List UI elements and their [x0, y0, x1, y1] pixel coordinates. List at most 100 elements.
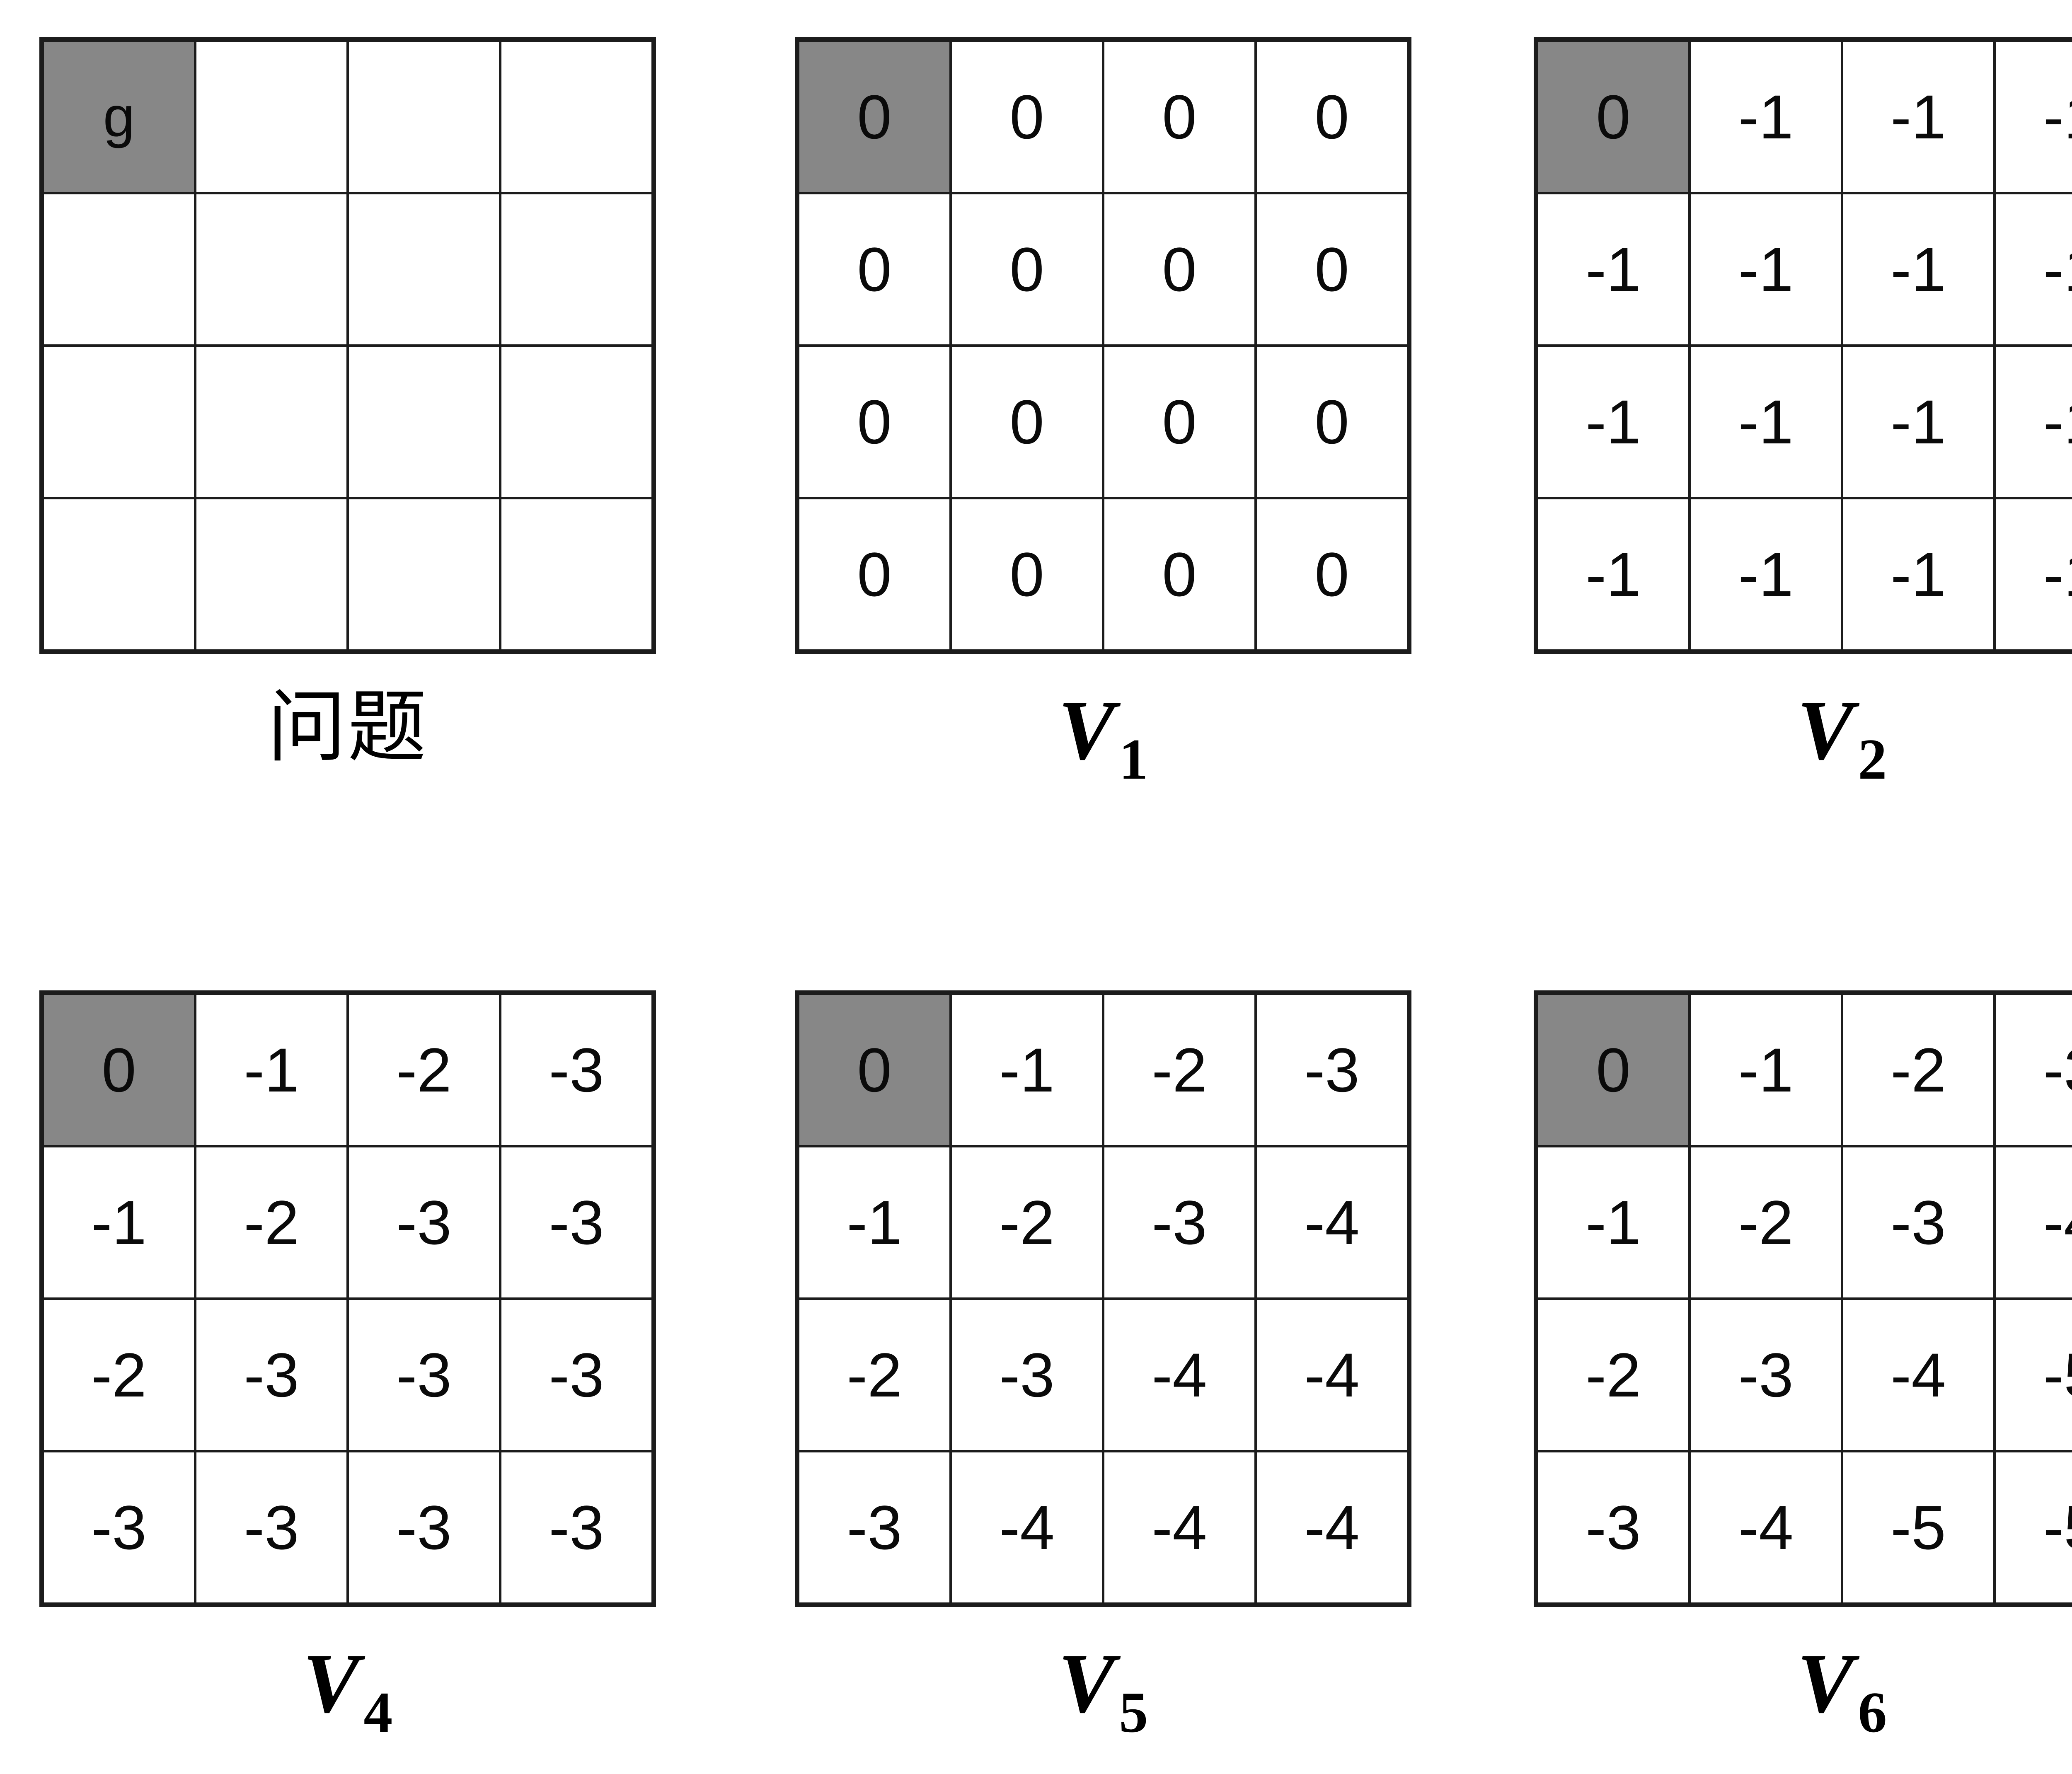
grid-cell-r3-c1: 0: [949, 497, 1104, 653]
grid-cell-r1-c3: -3: [499, 1145, 655, 1300]
grid-cell-r0-c3: -1: [1993, 38, 2072, 194]
grid-cell-r1-c2: 0: [1102, 192, 1257, 347]
grid-cell-r1-c3: [499, 192, 655, 347]
grid-cell-r3-c1: -3: [194, 1450, 349, 1606]
grid-row: -2-3-3-3: [40, 1297, 655, 1452]
grid-cell-r2-c3: -5: [1993, 1297, 2072, 1452]
grid-row: -3-3-3-3: [40, 1450, 655, 1606]
grid-cell-r2-c1: [194, 344, 349, 499]
grid-cell-r1-c0: -1: [1535, 1145, 1691, 1300]
grid-cell-r2-c3: -1: [1993, 344, 2072, 499]
panel-v6: 0-1-2-3-1-2-3-4-2-3-4-5-3-4-5-5V6: [1534, 990, 2072, 1742]
grid-cell-r1-c0: -1: [1535, 192, 1691, 347]
grid-row: [40, 344, 655, 499]
grid-cell-r3-c2: 0: [1102, 497, 1257, 653]
grid-cell-r2-c1: -1: [1688, 344, 1843, 499]
grid-cell-r0-c3: -3: [1254, 991, 1411, 1147]
caption-subscript: 6: [1858, 1680, 1887, 1745]
grid-cell-r1-c2: -1: [1841, 192, 1996, 347]
grid-cell-r3-c0: -3: [40, 1450, 196, 1606]
grid-cell-goal: 0: [1535, 991, 1691, 1147]
grid-cell-r0-c2: [346, 38, 501, 194]
grid-cell-r1-c3: -4: [1254, 1145, 1411, 1300]
grid-cell-r1-c3: -1: [1993, 192, 2072, 347]
grid-cell-r0-c1: -1: [1688, 38, 1843, 194]
grid-row: g: [40, 38, 655, 194]
grid-cell-r1-c1: -2: [194, 1145, 349, 1300]
grid-row: -1-1-1-1: [1535, 497, 2072, 653]
grid-cell-r0-c3: -3: [499, 991, 655, 1147]
grid-cell-r3-c0: 0: [796, 497, 952, 653]
grid-cell-r3-c1: -1: [1688, 497, 1843, 653]
grid-cell-r2-c0: -2: [40, 1297, 196, 1452]
grid-cell-r1-c1: -2: [949, 1145, 1104, 1300]
panel-caption-problem: 问题: [39, 688, 656, 783]
grid-row: 0-1-2-3: [40, 991, 655, 1147]
grid-cell-r0-c3: [499, 38, 655, 194]
grid-cell-r1-c2: -3: [1102, 1145, 1257, 1300]
grid-cell-goal: 0: [1535, 38, 1691, 194]
grid-cell-r1-c1: [194, 192, 349, 347]
caption-symbol: V: [1058, 683, 1115, 777]
grid-cell-r3-c0: [40, 497, 196, 653]
grid-cell-r2-c2: -4: [1102, 1297, 1257, 1452]
caption-symbol: V: [1797, 683, 1854, 777]
grid-cell-r3-c3: -5: [1993, 1450, 2072, 1606]
grid-cell-r3-c2: -4: [1102, 1450, 1257, 1606]
grid-cell-r0-c1: 0: [949, 38, 1104, 194]
value-grid-v6: 0-1-2-3-1-2-3-4-2-3-4-5-3-4-5-5: [1534, 990, 2072, 1607]
grid-row: -2-3-4-5: [1535, 1297, 2072, 1452]
caption-symbol: V: [1797, 1636, 1854, 1730]
grid-row: 0-1-2-3: [1535, 991, 2072, 1147]
grid-cell-r3-c1: [194, 497, 349, 653]
grid-cell-r3-c2: -5: [1841, 1450, 1996, 1606]
grid-cell-r3-c3: -3: [499, 1450, 655, 1606]
grid-cell-r2-c2: 0: [1102, 344, 1257, 499]
grid-cell-r1-c3: -4: [1993, 1145, 2072, 1300]
grid-cell-r3-c3: -1: [1993, 497, 2072, 653]
grid-cell-r2-c2: -1: [1841, 344, 1996, 499]
grid-cell-r2-c0: -2: [1535, 1297, 1691, 1452]
grid-cell-r0-c1: -1: [949, 991, 1104, 1147]
grid-row: -2-3-4-4: [796, 1297, 1411, 1452]
grid-cell-r2-c3: -3: [499, 1297, 655, 1452]
grid-row: -1-1-1-1: [1535, 344, 2072, 499]
grid-cell-r1-c3: 0: [1254, 192, 1411, 347]
grid-row: -1-2-3-3: [40, 1145, 655, 1300]
grid-cell-r3-c2: [346, 497, 501, 653]
grid-cell-r1-c1: 0: [949, 192, 1104, 347]
grid-cell-r1-c0: 0: [796, 192, 952, 347]
grid-cell-r3-c0: -3: [796, 1450, 952, 1606]
grid-cell-r2-c1: -3: [194, 1297, 349, 1452]
grid-cell-r3-c0: -1: [1535, 497, 1691, 653]
grid-cell-r1-c2: -3: [346, 1145, 501, 1300]
grid-cell-r2-c3: -4: [1254, 1297, 1411, 1452]
grid-cell-r2-c0: [40, 344, 196, 499]
grid-cell-r0-c1: -1: [1688, 991, 1843, 1147]
caption-subscript: 1: [1119, 727, 1148, 791]
grid-cell-r1-c0: [40, 192, 196, 347]
caption-subscript: 5: [1119, 1680, 1148, 1745]
grid-cell-r0-c2: -2: [346, 991, 501, 1147]
value-grid-v5: 0-1-2-3-1-2-3-4-2-3-4-4-3-4-4-4: [795, 990, 1411, 1607]
grid-row: -1-2-3-4: [796, 1145, 1411, 1300]
grid-row: [40, 192, 655, 347]
grid-cell-r2-c3: [499, 344, 655, 499]
grid-cell-r3-c1: -4: [1688, 1450, 1843, 1606]
caption-subscript: 4: [363, 1680, 393, 1745]
grid-cell-r0-c2: 0: [1102, 38, 1257, 194]
